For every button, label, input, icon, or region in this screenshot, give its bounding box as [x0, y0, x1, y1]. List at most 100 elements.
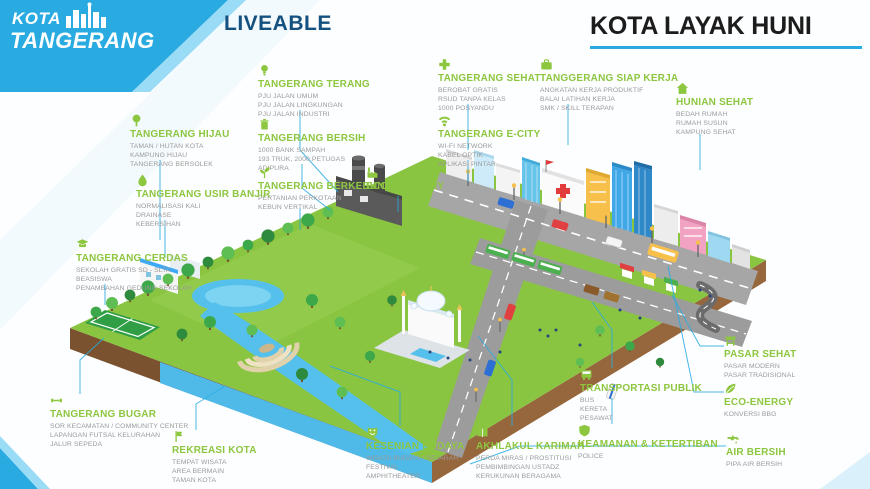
callout-line: TAMAN / HUTAN KOTA [130, 142, 204, 150]
red-car [551, 219, 569, 231]
callout-line: WI-FI NETWORK [438, 142, 493, 150]
callout-line: PENAMBAHAN GEDUNG SEKOLAH [76, 284, 192, 292]
callout-line: BEDAH RUMAH [676, 110, 728, 118]
callout-title: TRANSPORTASI PUBLIK [580, 383, 702, 394]
callout-line: BEASISWA [76, 275, 113, 283]
connector-lines [79, 104, 726, 465]
callout-title: KEAMANAN & KETERTIBAN [578, 439, 718, 450]
factory [336, 155, 402, 226]
callout-line: DRAINASE [136, 211, 172, 219]
callout-line: AMPHITHEATER [366, 472, 420, 480]
callout-title: TANGERANG BERSIH [258, 133, 366, 144]
callout-title: AIR BERSIH [726, 447, 786, 458]
callout-keamanan-ketertiban: KEAMANAN & KETERTIBAN POLICE [578, 424, 718, 461]
recreation-flag-icon [172, 430, 185, 443]
callout-line: KONVERSI BBG [724, 410, 777, 418]
title-underline [590, 46, 862, 49]
callout-line: TANGERANG BERSOLEK [130, 160, 213, 168]
callout-title: HUNIAN SEHAT [676, 97, 754, 108]
mosque [374, 286, 470, 368]
briefcase-icon [540, 58, 553, 71]
callout-line: PERDA MIRAS / PROSTITUSI [476, 454, 572, 462]
market-stalls [620, 262, 678, 293]
callout-line: JALUR SEPEDA [50, 440, 103, 448]
callout-title: TANGGERANG SIAP KERJA [540, 73, 679, 84]
factory-icon [366, 166, 379, 179]
callout-eco-industry: ECO-INDUSTRY [366, 166, 462, 194]
truck [583, 284, 600, 296]
callout-line: BEROBAT GRATIS [438, 86, 498, 94]
bus-icon [580, 368, 593, 381]
callout-line: FESTIVAL [366, 463, 399, 471]
house-icon [676, 82, 689, 95]
logo-banner-stripe [132, 0, 246, 92]
callout-line: BALAI LATIHAN KERJA [540, 95, 616, 103]
blue-tower-b [634, 161, 652, 238]
callout-line: 193 TRUK, 2000 PETUGAS [258, 155, 346, 163]
page-title: KOTA LAYAK HUNI [590, 12, 812, 40]
callout-line: WISATA BUDAYA / SEJARAH [366, 454, 459, 462]
callout-line: POLICE [578, 452, 604, 460]
callout-line: KERETA [580, 405, 608, 413]
callout-line: KEBERSIHAN [136, 220, 181, 228]
callout-line: PEMBIMBINGAN USTADZ [476, 463, 560, 471]
logo-line1: KOTA [12, 9, 61, 28]
river [160, 279, 432, 483]
callout-line: AREA BERMAIN [172, 467, 225, 475]
callout-line: NORMALISASI KALI [136, 202, 201, 210]
blue-tower-a [612, 162, 632, 232]
callout-line: PERTANIAN PERKOTAAN [258, 194, 342, 202]
callout-title: TANGERANG CERDAS [76, 253, 188, 264]
callout-title: REKREASI KOTA [172, 445, 257, 456]
callout-line: PESAWAT [580, 414, 613, 422]
medical-cross-icon [438, 58, 451, 71]
logo-line2: TANGERANG [10, 28, 155, 53]
callout-line: KEBUN VERTIKAL [258, 203, 318, 211]
wifi-icon [438, 114, 451, 127]
callout-title: TANGERANG BERKEBUN [258, 181, 385, 192]
callout-line: 1000 BANK SAMPAH [258, 146, 326, 154]
water-drop-icon [136, 174, 149, 187]
trash-bin-icon [258, 118, 271, 131]
callout-title: TANGERANG HIJAU [130, 129, 230, 140]
callout-line: PJU JALAN INDUSTRI [258, 110, 330, 118]
corner-wedge-bottom-right [820, 452, 870, 489]
callout-line: PASAR MODERN [724, 362, 780, 370]
callout-title: TANGERANG USIR BANJIR [136, 189, 271, 200]
office-block [708, 231, 730, 263]
callout-line: BUS [580, 396, 595, 404]
logo-banner [0, 0, 228, 92]
callout-title: TANGERANG SEHAT [438, 73, 541, 84]
callout-line: SMK / SKILL TERAPAN [540, 104, 614, 112]
office-block [654, 204, 678, 246]
blue-car [497, 197, 515, 209]
graduation-cap-icon [76, 238, 89, 251]
callout-line: PIPA AIR BERSIH [726, 460, 783, 468]
callout-line: LAPANGAN FUTSAL KELURAHAN [50, 431, 161, 439]
callout-line: RUMAH SUSUN [676, 119, 728, 127]
red-cross-sign [556, 184, 570, 198]
tree-icon [130, 114, 143, 127]
theater-mask-icon [366, 426, 379, 439]
vehicles [484, 197, 679, 400]
callout-tanggerang-siap-kerja: TANGGERANG SIAP KERJA ANGKATAN KERJA PROD… [540, 58, 679, 113]
callout-line: PJU JALAN LINGKUNGAN [258, 101, 343, 109]
water-tap-icon [726, 432, 739, 445]
callout-line: KABEL OPTIK [438, 151, 484, 159]
truck [603, 291, 620, 303]
callout-line: PASAR TRADISIONAL [724, 371, 796, 379]
callout-line: ANGKATAN KERJA PRODUKTIF [540, 86, 644, 94]
callout-line: TEMPAT WISATA [172, 458, 227, 466]
